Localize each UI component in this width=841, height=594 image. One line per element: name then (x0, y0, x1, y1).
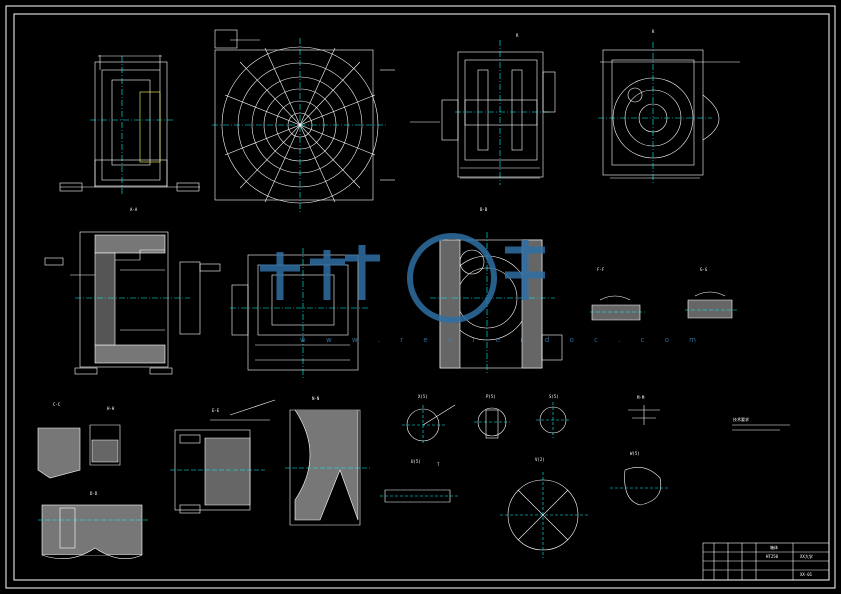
label-detail-s: S(5) (549, 394, 559, 399)
label-view-k: K (652, 29, 655, 34)
label-detail-x: X(5) (418, 394, 428, 399)
view-side-top-middle (410, 40, 556, 185)
label-section-ff: F-F (597, 267, 605, 272)
title-block (702, 542, 830, 581)
view-section-dd (38, 504, 150, 560)
view-section-nn (285, 409, 370, 526)
view-section-ee (170, 399, 276, 514)
tech-notes-title: 技术要求 (733, 417, 749, 422)
label-section-nn: N-N (312, 396, 320, 401)
label-section-dd: D-D (90, 491, 98, 496)
label-view-r: R (516, 33, 519, 38)
watermark-logo (260, 233, 545, 323)
label-section-aa: A-A (130, 207, 138, 212)
label-section-hh: H-H (107, 406, 115, 411)
view-section-cc (37, 424, 121, 479)
detail-sections-right (590, 291, 738, 321)
title-block-drawing-no: XX-01 (800, 572, 813, 577)
view-k-top-right (598, 42, 740, 185)
view-section-aa (44, 231, 221, 375)
watermark-url: w w w . r e n r e n d o c . c o m (300, 336, 705, 344)
outer-border (5, 5, 836, 589)
tech-notes-lines (732, 424, 790, 431)
title-block-company: XX大学 (800, 554, 813, 559)
label-section-gg: G-G (700, 267, 708, 272)
title-block-part-name: 箱体 (770, 545, 778, 550)
label-section-ee: E-E (212, 408, 220, 413)
label-section-bb: B-B (480, 207, 488, 212)
label-detail-p: P(5) (486, 394, 496, 399)
view-front-top-left (59, 55, 200, 195)
view-center (230, 248, 370, 378)
title-block-material: HT250 (766, 554, 779, 559)
label-section-mm: M-M (637, 395, 645, 400)
label-section-cc: C-C (53, 402, 61, 407)
view-circular-top (212, 29, 395, 212)
label-detail-u: U(5) (411, 459, 421, 464)
detail-circles (380, 402, 670, 558)
label-view-t: T (437, 462, 440, 467)
label-detail-w: W(5) (630, 451, 640, 456)
label-detail-v: V(2) (535, 457, 545, 462)
inner-border (13, 13, 830, 581)
